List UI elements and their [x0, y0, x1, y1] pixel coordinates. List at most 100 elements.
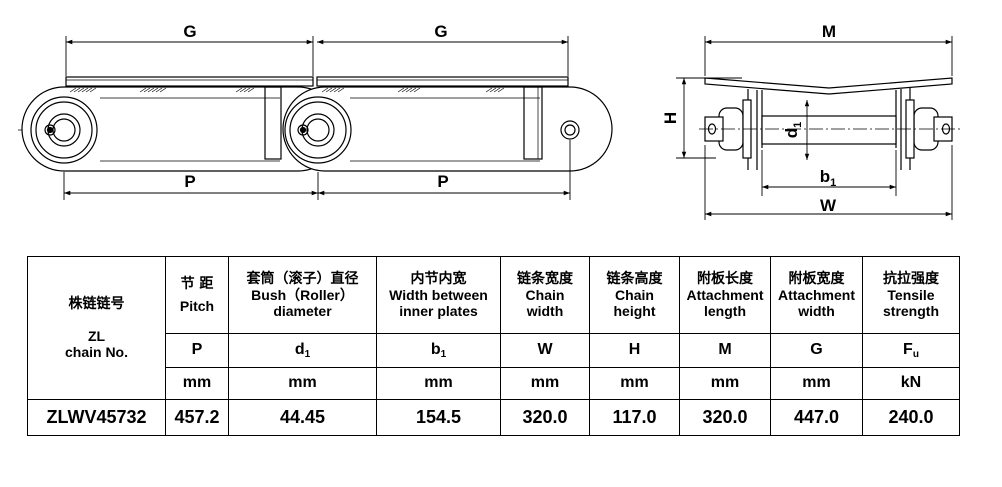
- symbol-cell: W: [500, 333, 590, 368]
- col-header-en-2: diameter: [273, 303, 332, 320]
- col-header-en: Width between: [389, 286, 488, 303]
- col-header-en-2: length: [704, 303, 746, 320]
- symbol-cell: G: [770, 333, 863, 368]
- unit-row: mm mm mm mm mm mm mm kN: [28, 367, 960, 400]
- value-text: 154.5: [415, 406, 462, 427]
- symbol-base: F: [903, 340, 913, 358]
- col-header-en: Pitch: [179, 298, 215, 314]
- symbol-base: H: [628, 341, 641, 359]
- dim-label-M: M: [822, 22, 836, 41]
- unit-text: mm: [182, 374, 212, 392]
- col-header-zh: 节 距: [180, 275, 214, 292]
- col-header-zh: 附板长度: [697, 270, 753, 287]
- col-header-en: Tensile: [887, 286, 935, 303]
- col-header-en-2: width: [526, 303, 564, 320]
- col-header-en: Attachment: [777, 286, 855, 303]
- dim-label-G-left: G: [183, 22, 196, 41]
- specification-table: 株链链号 ZL chain No. 节 距 Pitch 套筒（滚子）直径 Bus…: [27, 256, 960, 436]
- unit-text: mm: [424, 374, 453, 392]
- attachment-plate-left: [65, 76, 314, 87]
- col-header-en-2: height: [613, 303, 656, 320]
- unit-text: mm: [288, 374, 317, 392]
- chain-end-view: [699, 77, 960, 170]
- value-cell-chain-width: 320.0: [500, 399, 590, 436]
- dim-label-b1-base: b: [820, 167, 830, 186]
- symbol-subscript: 1: [304, 348, 311, 360]
- symbol-cell: Fu: [862, 333, 960, 368]
- dim-label-P-right: P: [437, 172, 448, 191]
- table-row: ZLWV45732 457.2 44.45 154.5 320.0 117.0 …: [27, 399, 960, 436]
- dim-label-d1-base: d: [782, 128, 801, 138]
- col-header-zh: 附板宽度: [788, 270, 845, 287]
- side-view-dimensions: [63, 36, 571, 200]
- symbol-base: W: [537, 341, 553, 359]
- col-header-chain-width: 链条宽度 Chain width: [500, 256, 590, 334]
- col-header-en-2: strength: [883, 303, 939, 320]
- end-view-dimensions: [676, 36, 953, 220]
- unit-cell: mm: [500, 367, 590, 400]
- bush-shaft: [761, 115, 897, 145]
- value-cell-pitch: 457.2: [165, 399, 229, 436]
- col-header-en-2: inner plates: [399, 303, 478, 320]
- unit-text: mm: [620, 374, 649, 392]
- pin-right: [560, 120, 580, 140]
- col-header-attachment-length: 附板长度 Attachment length: [679, 256, 771, 334]
- col-header-chain-height: 链条高度 Chain height: [589, 256, 680, 334]
- unit-cell: kN: [862, 367, 960, 400]
- col-header-pitch: 节 距 Pitch: [165, 256, 229, 334]
- dim-label-P-left: P: [184, 172, 195, 191]
- value-cell-tensile: 240.0: [862, 399, 960, 436]
- col-header-en: Chain: [525, 286, 565, 303]
- symbol-base: M: [718, 341, 732, 359]
- col-header-zh: 链条宽度: [517, 270, 573, 287]
- col-header-zh: 内节内宽: [410, 270, 467, 287]
- roller-middle: [284, 96, 352, 164]
- dim-label-b1-sub: 1: [830, 177, 836, 189]
- chain-side-view: [18, 76, 613, 172]
- symbol-cell: b1: [376, 333, 501, 368]
- value-text: 320.0: [522, 406, 568, 427]
- row-header-zl: ZL: [87, 327, 106, 344]
- symbol-base: P: [191, 341, 203, 359]
- symbol-cell: d1: [228, 333, 377, 368]
- value-text: 117.0: [612, 406, 657, 427]
- symbol-base: b: [430, 340, 441, 358]
- col-header-attachment-width: 附板宽度 Attachment width: [770, 256, 863, 334]
- dim-label-b1: b1: [820, 167, 837, 189]
- chain-drawing: G G P P: [18, 22, 960, 220]
- unit-cell: mm: [165, 367, 229, 400]
- value-text: 320.0: [702, 406, 748, 427]
- symbol-base: G: [810, 341, 823, 359]
- value-text: 44.45: [279, 406, 326, 427]
- value-cell-chain-height: 117.0: [589, 399, 680, 436]
- col-header-width-between: 内节内宽 Width between inner plates: [376, 256, 501, 334]
- col-header-zh: 套筒（滚子）直径: [246, 270, 359, 287]
- col-header-tensile-strength: 抗拉强度 Tensile strength: [862, 256, 960, 334]
- row-header-chain-no: 株链链号 ZL chain No.: [27, 256, 166, 400]
- col-header-en-2: width: [798, 303, 835, 320]
- value-text: 240.0: [888, 406, 934, 427]
- dim-label-d1: d1: [782, 122, 804, 139]
- unit-text: mm: [710, 374, 740, 392]
- col-header-en: Chain: [615, 286, 654, 303]
- value-cell-attachment-length: 320.0: [679, 399, 771, 436]
- dim-label-G-right: G: [434, 22, 447, 41]
- symbol-cell: H: [589, 333, 680, 368]
- col-header-zh: 链条高度: [606, 270, 663, 287]
- row-header-zh: 株链链号: [68, 295, 125, 312]
- value-text: 457.2: [174, 406, 220, 427]
- col-header-en: Bush（Roller）: [251, 286, 354, 303]
- unit-cell: mm: [228, 367, 377, 400]
- unit-cell: mm: [679, 367, 771, 400]
- chain-no-value: ZLWV45732: [46, 406, 147, 427]
- col-header-en: Attachment: [686, 286, 764, 303]
- symbol-base: d: [294, 340, 305, 358]
- attachment-plate-right: [316, 76, 569, 87]
- dim-label-H: H: [661, 112, 680, 124]
- chain-no-cell: ZLWV45732: [27, 399, 166, 436]
- value-text: 447.0: [793, 406, 840, 427]
- value-cell-width-between: 154.5: [376, 399, 501, 436]
- col-header-zh: 抗拉强度: [883, 270, 939, 287]
- symbol-subscript: 1: [440, 348, 447, 360]
- dim-label-d1-sub: 1: [792, 122, 804, 128]
